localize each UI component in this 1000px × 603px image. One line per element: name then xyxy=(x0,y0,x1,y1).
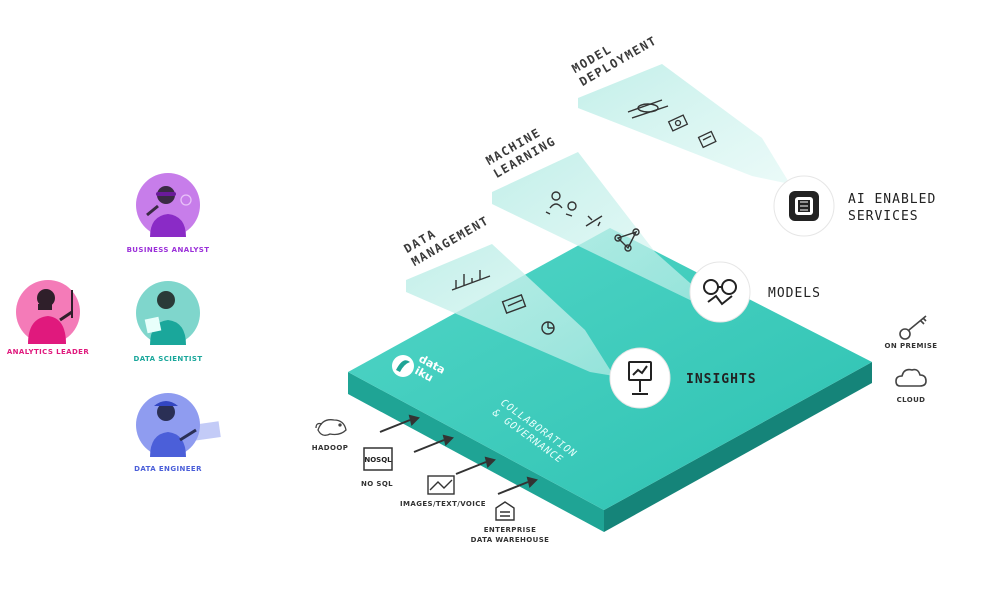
bar-chart-icon xyxy=(451,270,491,291)
platform-right-face xyxy=(604,362,872,532)
hadoop-label: HADOOP xyxy=(311,444,349,452)
models-label: MODELS xyxy=(768,286,821,301)
drone-icon xyxy=(627,99,669,119)
svg-text:NOSQL: NOSQL xyxy=(364,456,392,464)
ai-services-node[interactable] xyxy=(773,175,835,237)
ai-services-label-line1: AI ENABLED xyxy=(848,192,937,207)
cloud-label: CLOUD xyxy=(896,396,926,404)
images-text-voice-label: IMAGES/TEXT/VOICE xyxy=(400,500,486,508)
device-icon xyxy=(697,130,717,149)
edw-label-line2: DATA WAREHOUSE xyxy=(470,536,550,544)
image-text-voice-icon xyxy=(427,475,455,495)
data-engineer-avatar xyxy=(136,393,221,457)
business-analyst-avatar xyxy=(136,173,200,237)
chip-icon xyxy=(789,191,819,221)
table-icon xyxy=(501,294,527,314)
platform-left-face xyxy=(348,372,604,532)
scatter-trend-icon xyxy=(585,215,603,227)
ai-services-label-line2: SERVICES xyxy=(848,209,919,224)
people-network-icon xyxy=(545,191,577,217)
gear-icon xyxy=(667,114,689,132)
analytics-leader-label: ANALYTICS LEADER xyxy=(6,348,90,356)
models-node[interactable] xyxy=(689,261,751,323)
data-scientist-label: DATA SCIENTIST xyxy=(133,355,203,363)
graph-nodes-icon xyxy=(614,228,640,252)
nosql-icon: NOSQL xyxy=(363,447,393,471)
data-engineer-label: DATA ENGINEER xyxy=(134,465,202,473)
insights-node[interactable] xyxy=(609,347,671,409)
key-icon xyxy=(899,315,927,340)
model-deployment-beam xyxy=(578,64,790,184)
business-analyst-label: BUSINESS ANALYST xyxy=(126,246,210,254)
nosql-label: NO SQL xyxy=(360,480,394,488)
on-premise-label: ON PREMISE xyxy=(884,342,938,350)
data-scientist-avatar xyxy=(136,281,200,345)
insights-label: INSIGHTS xyxy=(686,372,757,387)
data-management-beam xyxy=(406,244,614,376)
source-arrows xyxy=(379,414,538,495)
binoculars-icon xyxy=(703,279,737,306)
analytics-leader-avatar xyxy=(16,280,80,344)
cloud-icon xyxy=(895,368,927,387)
kiosk-icon xyxy=(628,361,652,395)
hadoop-elephant-icon xyxy=(315,419,347,436)
data-warehouse-icon xyxy=(495,501,515,521)
edw-label-line1: ENTERPRISE xyxy=(483,526,537,534)
pie-chart-icon xyxy=(541,321,555,335)
machine-learning-beam xyxy=(492,152,707,300)
